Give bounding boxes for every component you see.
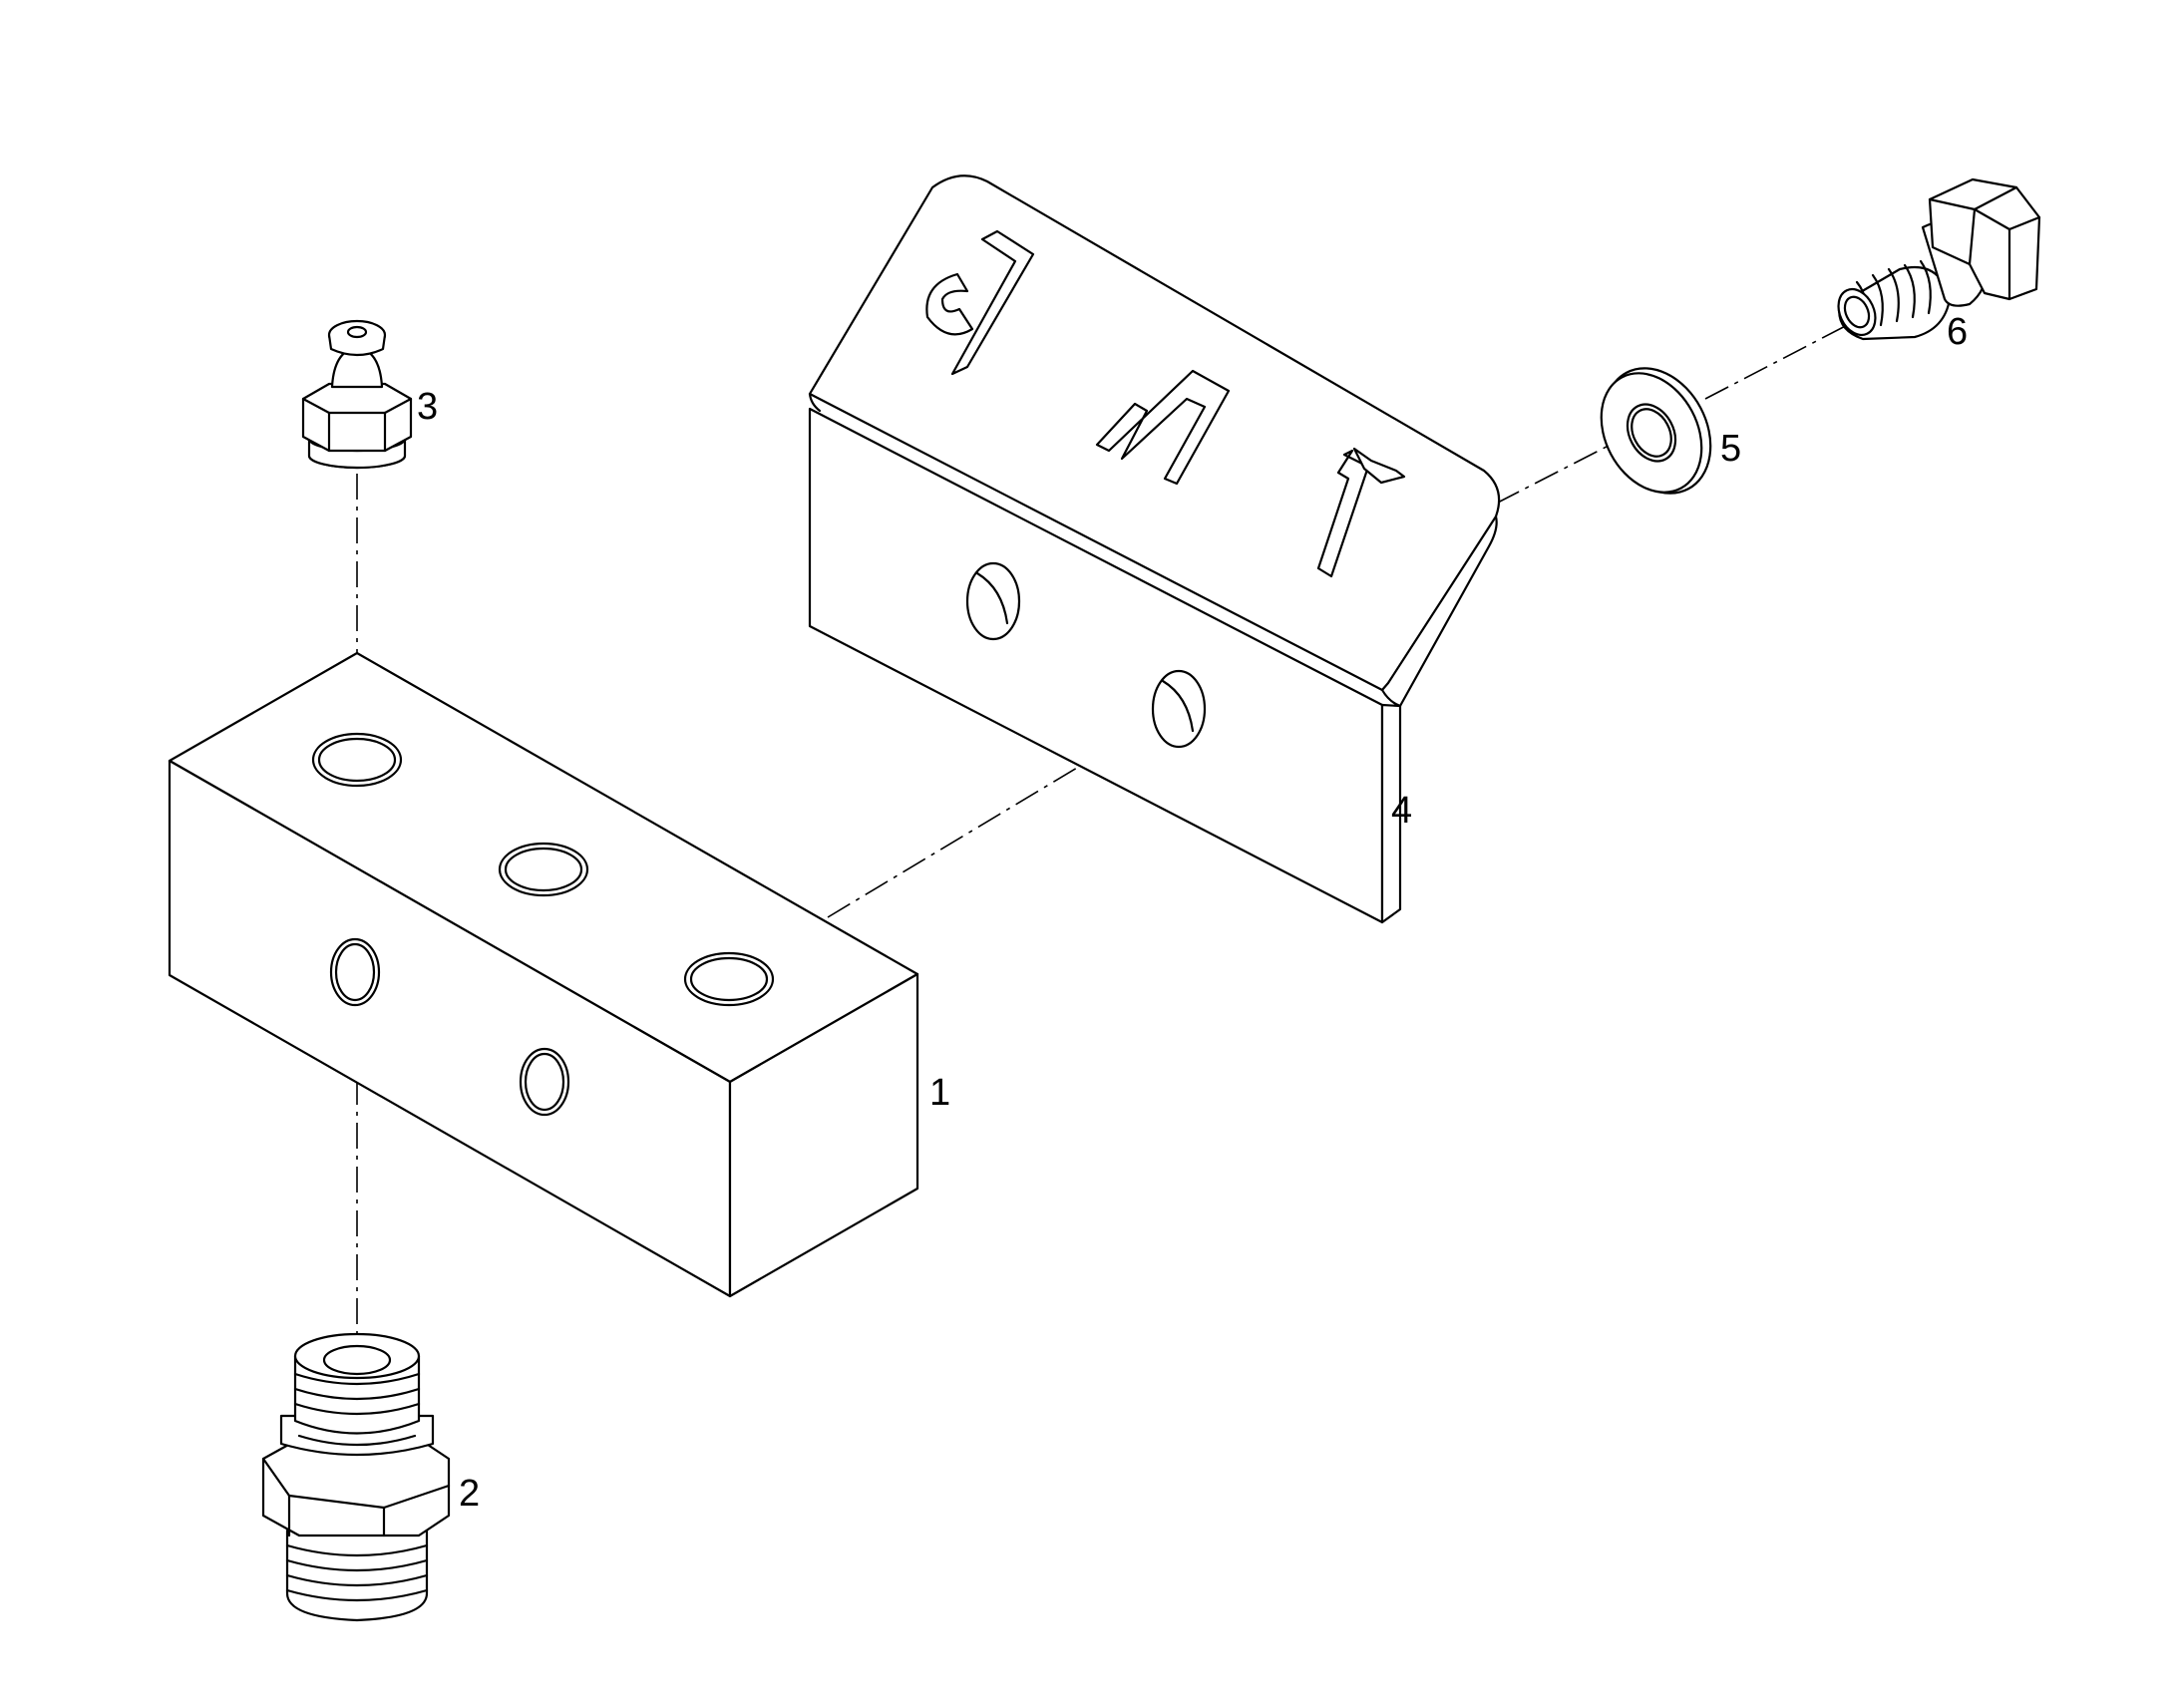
letter-l-marking — [1316, 447, 1406, 578]
grease-nipple — [301, 319, 413, 470]
callout-5: 5 — [1720, 428, 1741, 470]
side-port — [329, 937, 381, 1007]
washer — [1600, 367, 1712, 495]
letter-r-marking — [925, 229, 1035, 376]
top-port — [683, 951, 775, 1007]
callout-2: 2 — [459, 1473, 480, 1515]
letter-m-marking — [1095, 369, 1231, 486]
callout-3: 3 — [417, 386, 438, 428]
side-port — [519, 1047, 570, 1117]
bracket-hole — [1151, 669, 1207, 749]
hydraulic-fitting — [261, 1332, 451, 1622]
bracket-hole — [965, 561, 1021, 641]
callout-4: 4 — [1391, 790, 1412, 832]
distribution-block — [168, 651, 919, 1298]
top-port — [311, 732, 403, 788]
hex-bolt — [1837, 177, 2041, 341]
bracket — [808, 174, 1501, 924]
callout-1: 1 — [929, 1072, 950, 1114]
top-port — [498, 842, 589, 897]
callout-6: 6 — [1947, 311, 1968, 353]
